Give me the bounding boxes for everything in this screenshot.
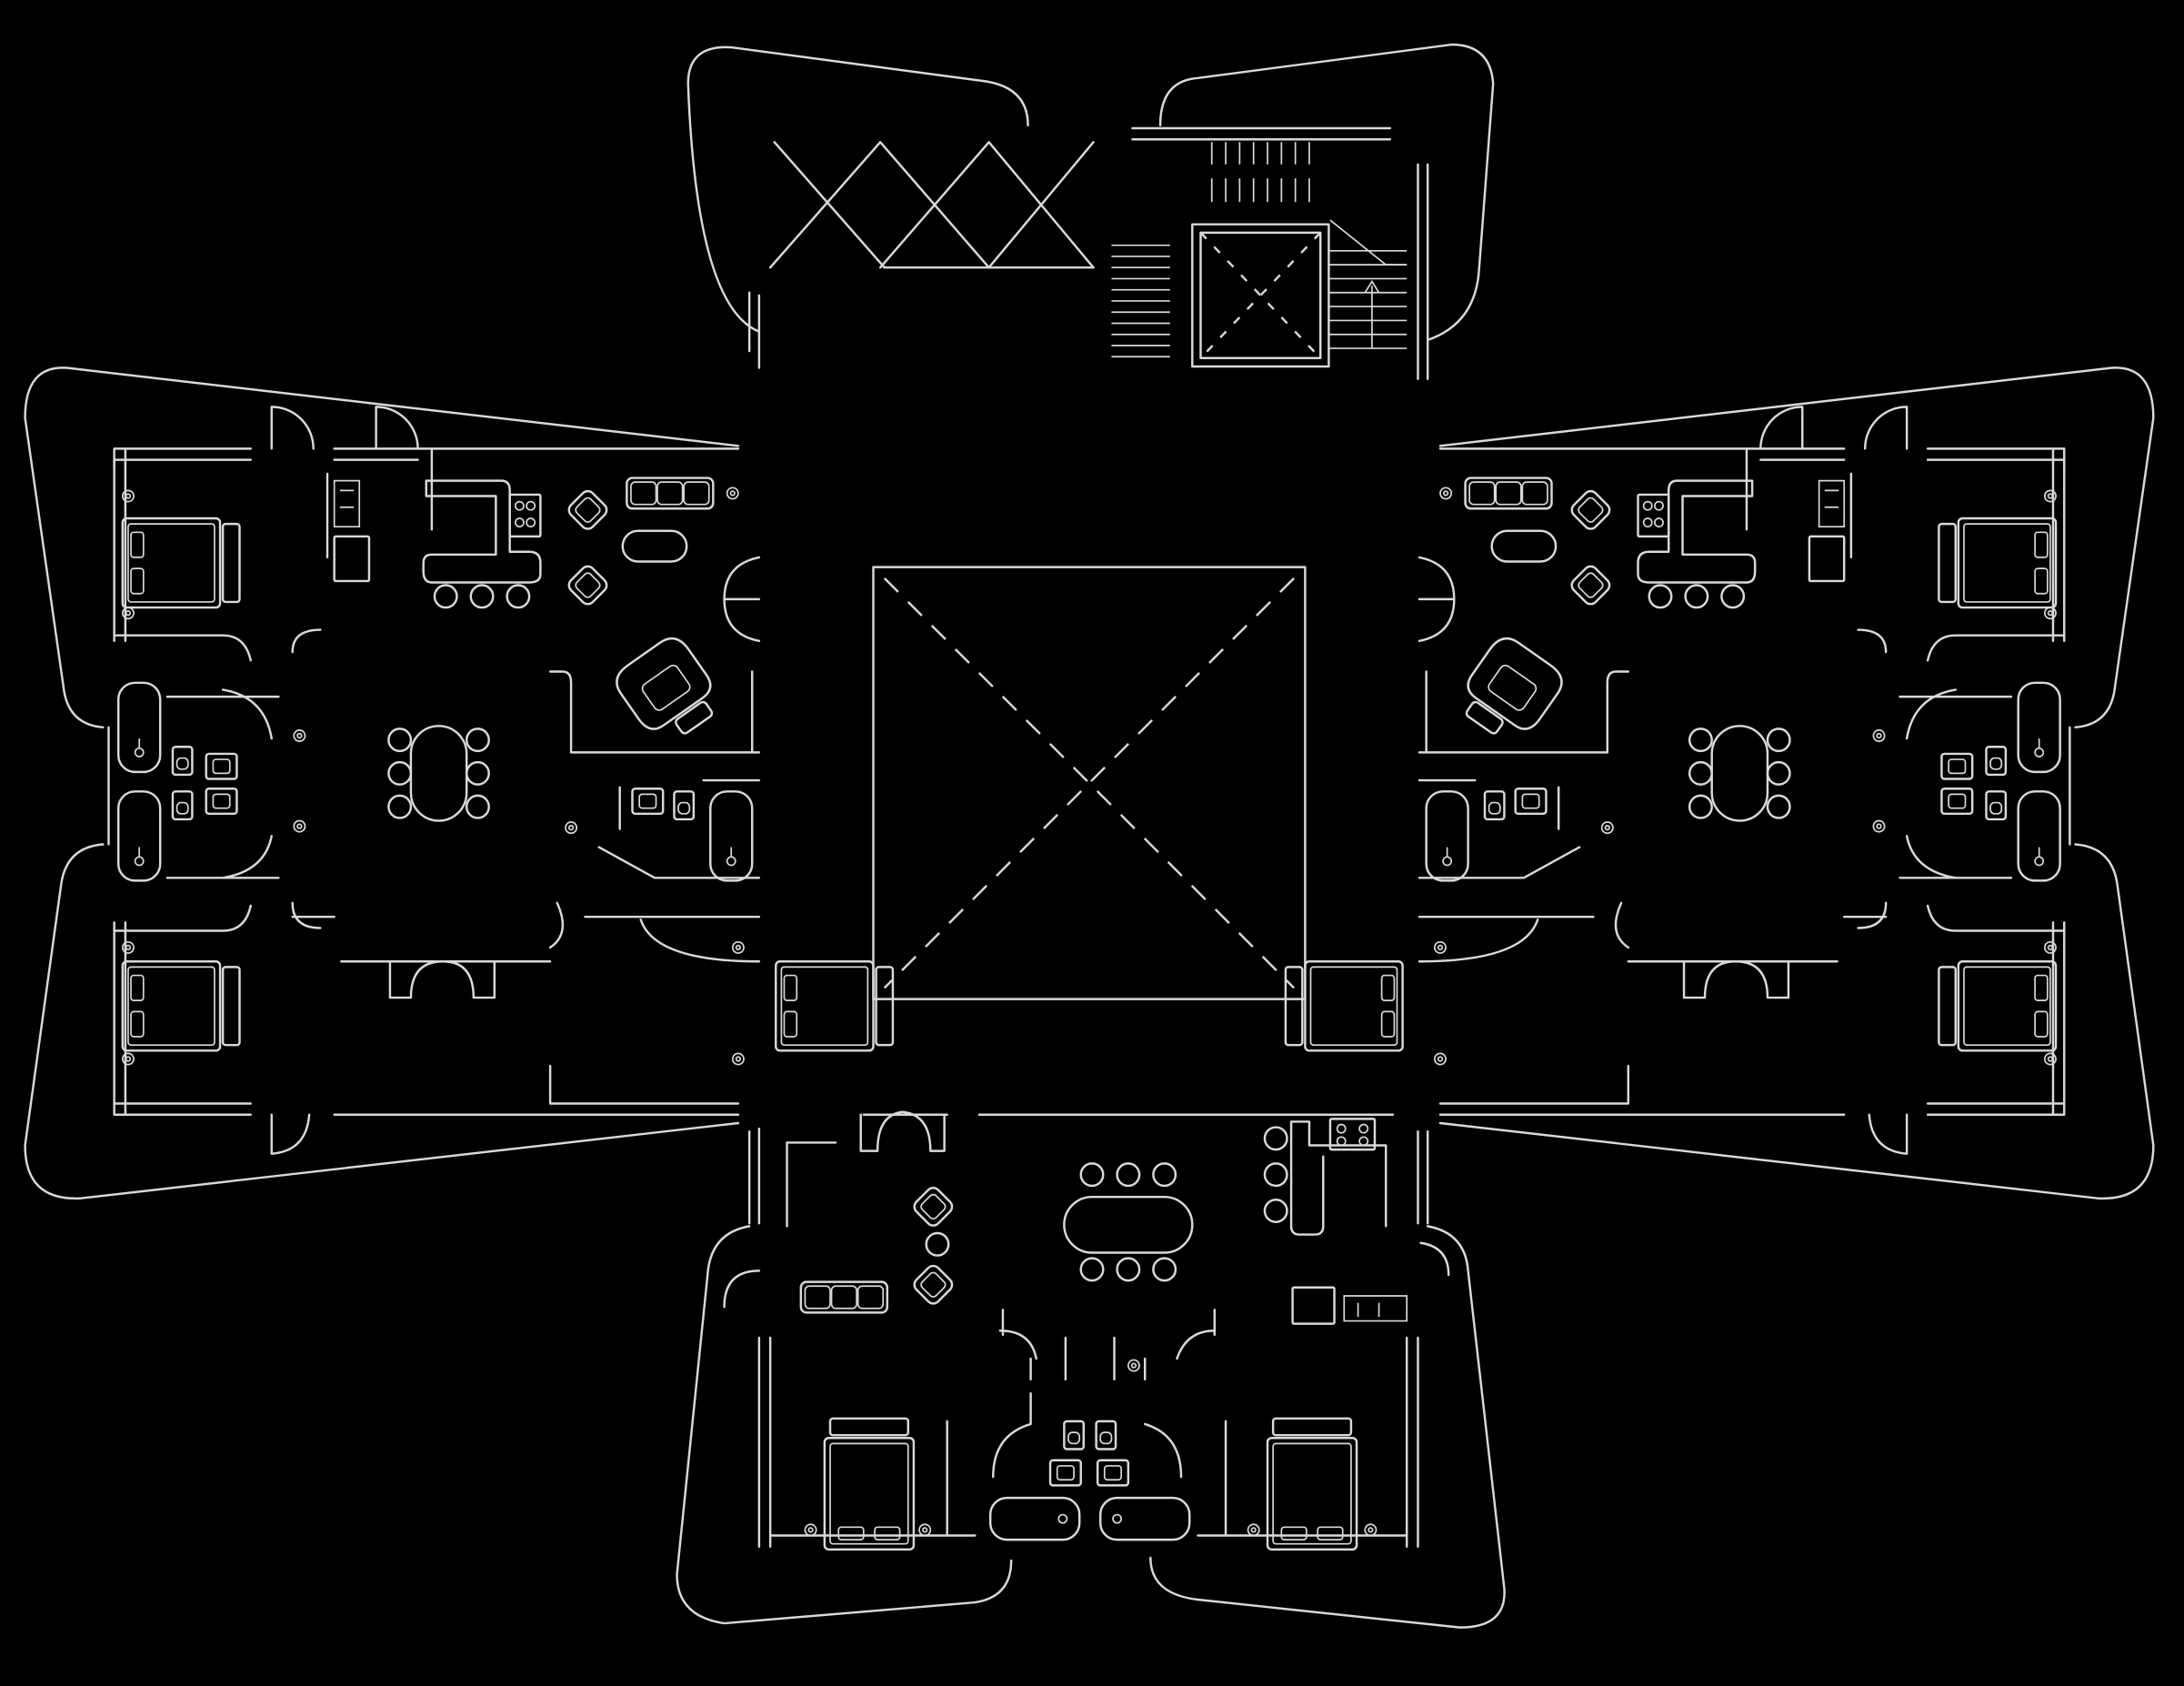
courtyard-void <box>872 566 1307 1000</box>
wing-south <box>676 1110 1506 1629</box>
wing-north <box>686 43 1495 380</box>
wing-west <box>25 367 1403 1199</box>
wing-east <box>776 367 2153 1199</box>
